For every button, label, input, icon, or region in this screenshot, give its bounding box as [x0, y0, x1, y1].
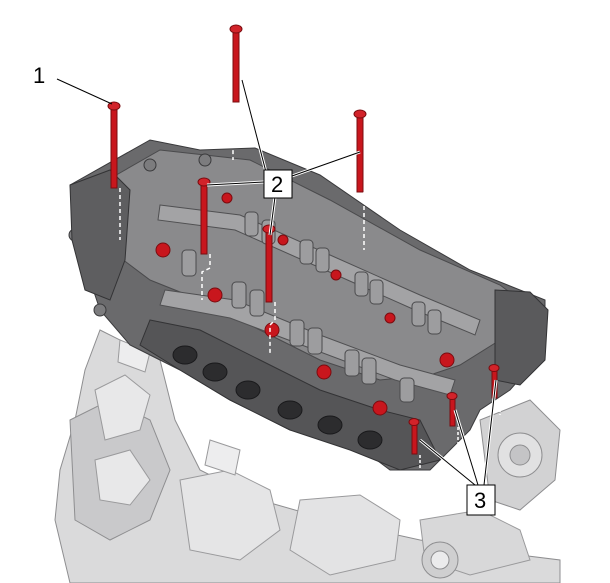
seated-bolt-heads — [155, 192, 455, 416]
callout-3-label: 3 — [474, 488, 486, 513]
callout-3: 3 — [466, 484, 496, 516]
callout-2: 2 — [263, 169, 293, 199]
callout-1: 1 — [33, 63, 45, 88]
short-bolt-a — [408, 418, 421, 470]
callout-2-label: 2 — [271, 172, 283, 197]
leader-lines — [56, 78, 498, 487]
engine-block — [54, 329, 561, 583]
bolt-2a — [229, 24, 243, 160]
callout-1-label: 1 — [33, 63, 45, 88]
cylinder-head — [68, 139, 549, 471]
bolt-2b — [353, 109, 367, 250]
